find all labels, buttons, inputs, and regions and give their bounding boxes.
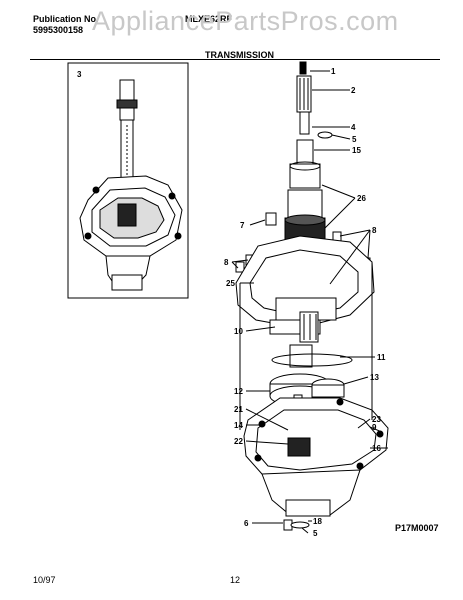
callout-4: 4 [351, 123, 356, 132]
callout-6: 6 [244, 519, 249, 528]
callout-18: 18 [313, 517, 322, 526]
footer-date: 10/97 [33, 575, 56, 585]
callout-22: 22 [234, 437, 243, 446]
callout-25: 25 [226, 279, 235, 288]
page-number: 12 [230, 575, 241, 585]
model-number: MLXE62RF [185, 14, 233, 24]
callout-5-bottom: 5 [313, 529, 318, 538]
diagram-code: P17M0007 [395, 523, 439, 533]
callout-1: 1 [331, 67, 336, 76]
callout-10: 10 [234, 327, 243, 336]
callout-5: 5 [352, 135, 357, 144]
callout-9: 9 [372, 423, 377, 432]
inset-box [67, 62, 189, 299]
callout-21: 21 [234, 405, 243, 414]
callout-26: 26 [357, 194, 366, 203]
publication-label: Publication No. [33, 14, 99, 24]
callout-12: 12 [234, 387, 243, 396]
callout-11: 11 [377, 353, 386, 362]
section-title: TRANSMISSION [205, 50, 275, 60]
inset-label: 3 [77, 70, 82, 79]
header-rule [30, 59, 440, 60]
watermark: AppliancePartsPros.com [92, 6, 399, 36]
publication-number: 5995300158 [33, 25, 84, 35]
callout-13: 13 [370, 373, 379, 382]
callout-8-left: 8 [224, 258, 229, 267]
callout-15: 15 [352, 146, 361, 155]
callout-7: 7 [240, 221, 245, 230]
callout-23: 23 [372, 415, 381, 424]
callout-16: 16 [372, 444, 381, 453]
callout-2: 2 [351, 86, 356, 95]
callout-14: 14 [234, 421, 243, 430]
callout-8-right: 8 [372, 226, 377, 235]
